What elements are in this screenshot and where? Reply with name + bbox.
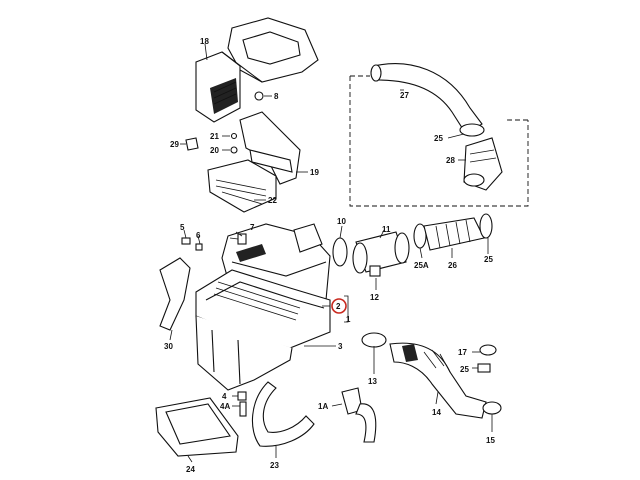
callout-29: 29 xyxy=(170,140,179,149)
callout-10: 10 xyxy=(337,217,346,226)
air-mass-meter-part xyxy=(352,231,410,277)
callout-20: 20 xyxy=(210,146,219,155)
callout-22: 22 xyxy=(268,196,277,205)
callout-30: 30 xyxy=(164,342,173,351)
group-bracket xyxy=(349,75,529,207)
callout-26: 26 xyxy=(448,261,457,270)
callout-17: 17 xyxy=(458,348,467,357)
nut-part xyxy=(254,91,264,101)
callout-6: 6 xyxy=(196,231,201,240)
callout-11: 11 xyxy=(382,225,391,234)
callout-labels: 18 8 21 20 29 19 22 5 6 7 10 11 12 2 1 3… xyxy=(164,37,495,474)
callout-2: 2 xyxy=(336,302,341,311)
callout-1: 1 xyxy=(346,315,351,324)
upper-hose-part xyxy=(370,63,485,137)
lower-hose-part xyxy=(361,332,502,419)
grommet-part xyxy=(237,391,247,417)
callout-1a: 1A xyxy=(318,402,328,411)
elbow-connector-part xyxy=(463,137,503,191)
callout-16: 25 xyxy=(460,365,469,374)
callout-23: 23 xyxy=(270,461,279,470)
callout-27: 27 xyxy=(400,91,409,100)
callout-18: 18 xyxy=(200,37,209,46)
highlight-circle xyxy=(331,298,347,314)
o-ring-part xyxy=(332,237,348,267)
fastener-part xyxy=(185,132,238,154)
air-filter-housing-part xyxy=(195,223,331,391)
callout-4a: 4A xyxy=(220,402,230,411)
callout-3: 3 xyxy=(338,342,343,351)
callout-25a: 25A xyxy=(414,261,429,270)
callout-5: 5 xyxy=(180,223,185,232)
callout-7: 7 xyxy=(250,223,255,232)
lower-air-scoop-part xyxy=(155,397,239,457)
callout-21: 21 xyxy=(210,132,219,141)
callout-24: 24 xyxy=(186,465,195,474)
callout-28: 28 xyxy=(446,156,455,165)
callout-14: 14 xyxy=(432,408,441,417)
bracket-part xyxy=(239,111,301,185)
intake-scoop-part xyxy=(207,159,277,213)
callout-12: 12 xyxy=(370,293,379,302)
intake-hose-part xyxy=(413,213,493,251)
leader-lines xyxy=(169,43,493,463)
air-intake-duct-part xyxy=(195,17,319,123)
callout-15: 15 xyxy=(486,436,495,445)
callout-8: 8 xyxy=(274,92,279,101)
callout-25-upper: 25 xyxy=(434,134,443,143)
mounting-bracket-part xyxy=(159,257,191,331)
water-drain-hose-part xyxy=(251,381,315,447)
callout-25-right: 25 xyxy=(484,255,493,264)
callout-4: 4 xyxy=(222,392,227,401)
callout-13: 13 xyxy=(368,377,377,386)
callout-19: 19 xyxy=(310,168,319,177)
valve-part xyxy=(341,387,377,443)
